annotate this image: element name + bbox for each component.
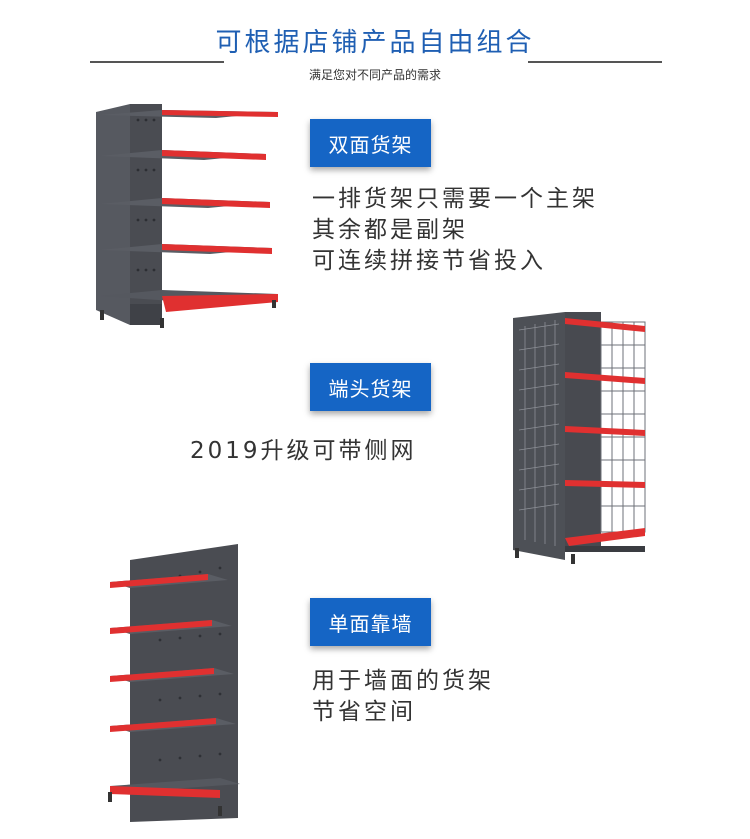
page-subtitle: 满足您对不同产品的需求 xyxy=(308,68,441,82)
badge-wall-mounted: 单面靠墙 xyxy=(310,598,431,646)
title-divider-right xyxy=(528,61,662,63)
description-line: 节省空间 xyxy=(312,699,416,725)
description-line: 一排货架只需要一个主架 xyxy=(312,186,598,212)
page-title: 可根据店铺产品自由组合 xyxy=(215,28,535,58)
badge-double-sided: 双面货架 xyxy=(310,119,431,167)
double-sided-shelf-image xyxy=(96,104,278,328)
end-cap-shelf-image xyxy=(513,312,646,564)
description-line: 2019升级可带侧网 xyxy=(190,438,417,464)
page-header: 可根据店铺产品自由组合 满足您对不同产品的需求 xyxy=(0,0,750,90)
badge-end-cap: 端头货架 xyxy=(310,363,431,411)
description-line: 可连续拼接节省投入 xyxy=(312,248,546,274)
description-end-cap: 2019升级可带侧网 xyxy=(190,436,417,467)
description-double-sided: 一排货架只需要一个主架 其余都是副架 可连续拼接节省投入 xyxy=(312,184,598,277)
description-wall-mounted: 用于墙面的货架 节省空间 xyxy=(312,666,494,728)
title-divider-left xyxy=(90,61,224,63)
wall-shelf-image xyxy=(108,544,240,822)
description-line: 用于墙面的货架 xyxy=(312,668,494,694)
description-line: 其余都是副架 xyxy=(312,217,468,243)
